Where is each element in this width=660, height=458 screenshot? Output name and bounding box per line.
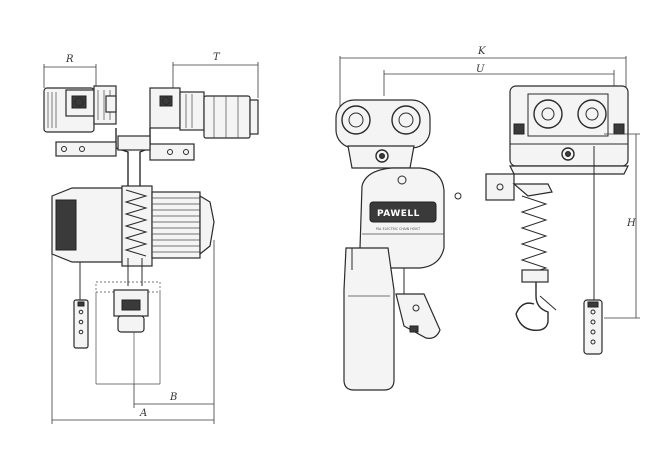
control-pendant-left	[73, 262, 89, 349]
right-trolley-motor	[149, 87, 259, 139]
dim-label-h: H	[626, 218, 636, 229]
chain-bag	[343, 247, 395, 391]
trolley-front-left	[335, 99, 431, 169]
dim-label-b: B	[169, 392, 177, 403]
dimension-r: R	[43, 54, 97, 88]
right-front-view: K U PAWELL PAL ELECTRIC CHAIN HOIST	[335, 46, 640, 391]
chain-and-hook-left	[95, 281, 161, 385]
bracket-and-hook	[485, 173, 557, 332]
dim-label-t: T	[213, 52, 221, 63]
left-side-view: R T	[43, 52, 259, 424]
trolley-frame	[55, 128, 195, 186]
brand-plate: PAWELL	[377, 209, 420, 219]
dim-label-u: U	[476, 64, 485, 75]
brand-subtext: PAL ELECTRIC CHAIN HOIST	[376, 227, 420, 231]
dimension-h: H	[604, 133, 640, 319]
hoist-hook-block	[395, 268, 441, 339]
left-trolley-motor	[43, 85, 117, 133]
dimension-b: B	[133, 384, 214, 408]
dim-label-a: A	[139, 408, 147, 419]
dimension-a: A	[51, 240, 215, 424]
trolley-front-right	[509, 85, 629, 175]
dimension-t: T	[172, 52, 259, 98]
control-pendant-right	[583, 146, 603, 355]
dim-label-r: R	[65, 54, 74, 65]
dim-label-k: K	[477, 46, 486, 57]
hoist-motor-body	[51, 185, 215, 286]
